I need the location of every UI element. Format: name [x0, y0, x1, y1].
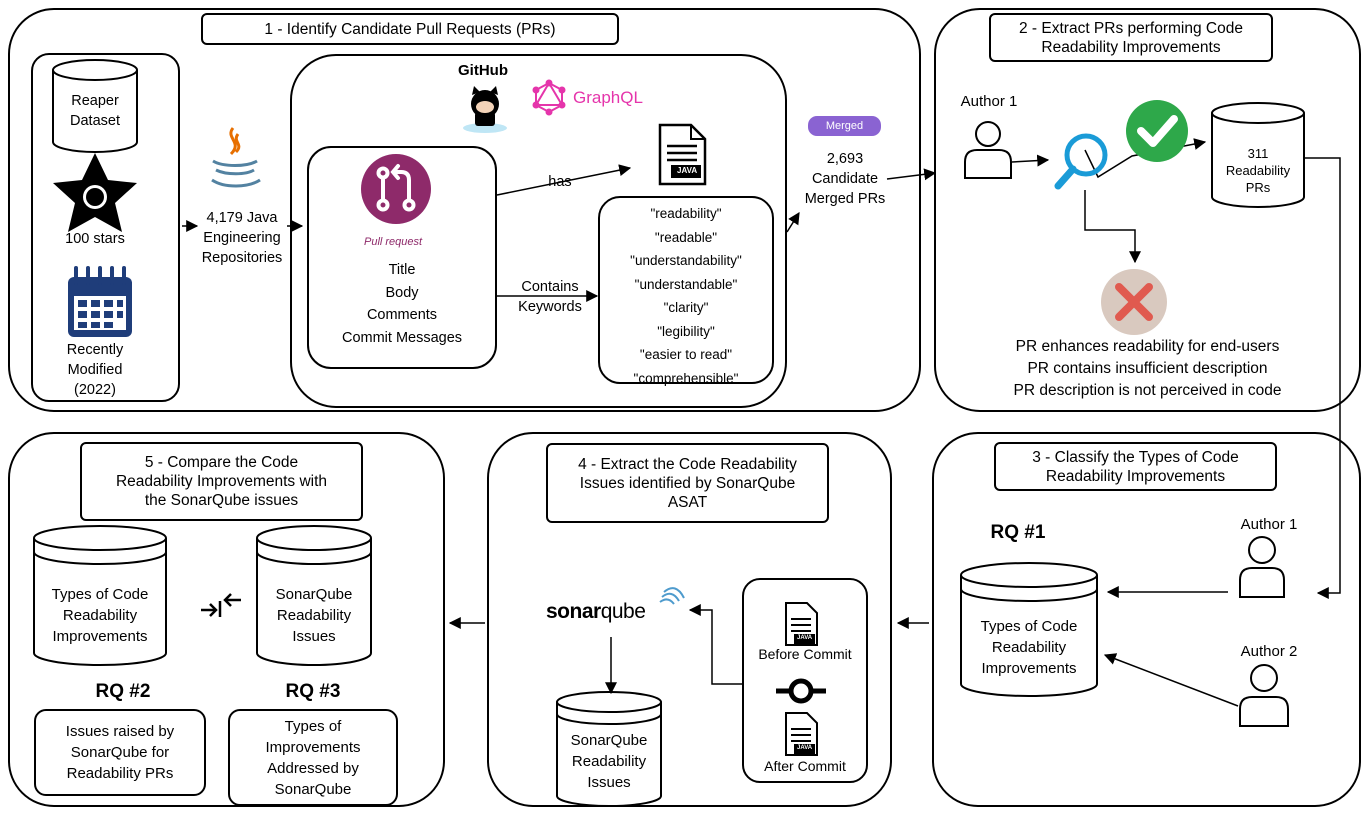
- rq3-label: RQ #3: [285, 681, 341, 702]
- pr-fields-label: Title Body Comments Commit Messages: [341, 262, 463, 346]
- has-label: has: [548, 174, 572, 190]
- readability-prs-db: [1211, 102, 1305, 208]
- java-file-caption: JAVA: [797, 745, 813, 751]
- rejection-reason: PR enhances readability for end-users: [1015, 338, 1280, 355]
- octocat-icon: [463, 86, 507, 133]
- sources-box: [31, 53, 180, 402]
- step2-panel: [934, 8, 1361, 412]
- java-file-icon: [785, 712, 818, 756]
- keyword: "readability": [650, 206, 722, 221]
- sonarqube-compare-label: SonarQube Readability Issues: [275, 586, 353, 645]
- java-file-icon: [658, 123, 707, 186]
- pr-box: [307, 146, 497, 369]
- step3-title: 3 - Classify the Types of Code Readabili…: [994, 442, 1277, 491]
- keyword: "readable": [654, 229, 718, 245]
- keyword: "understandability": [630, 253, 742, 268]
- recently-modified-label: Recently Modified (2022): [66, 342, 124, 398]
- check-icon: [1126, 100, 1188, 162]
- sonarqube-compare-db: [256, 525, 372, 666]
- after-commit-label: After Commit: [764, 758, 846, 774]
- issues-raised-box: Issues raised by SonarQube for Readabili…: [34, 709, 206, 796]
- pr-icon-caption: Pull request: [364, 236, 423, 248]
- reaper-dataset-db: [52, 59, 138, 153]
- types-compare-db: [33, 525, 167, 666]
- types-compare-label: Types of Code Readability Improvements: [51, 586, 149, 645]
- compare-arrows-icon: [201, 593, 241, 617]
- pull-request-icon: [361, 154, 431, 224]
- rejection-reason: PR contains insufficient description: [1027, 360, 1268, 377]
- java-file-caption: JAVA: [677, 166, 698, 175]
- person-icon: [1239, 536, 1285, 598]
- java-file-caption: JAVA: [797, 635, 813, 641]
- sonar-waves-icon: [659, 587, 685, 605]
- graphql-icon: [532, 79, 566, 116]
- java-file-icon: [785, 602, 818, 646]
- sonarqube-logo: sonarqube: [546, 600, 646, 624]
- cross-icon: [1101, 269, 1167, 335]
- sonarqube-logo-part1: sonar: [546, 600, 601, 623]
- step1-title: 1 - Identify Candidate Pull Requests (PR…: [201, 13, 619, 45]
- step2-title: 2 - Extract PRs performing Code Readabil…: [989, 13, 1273, 62]
- contains-keywords-label: Contains Keywords: [518, 279, 582, 315]
- commit-box: [742, 578, 868, 783]
- github-api-box: [290, 54, 787, 408]
- rejection-reason: PR description is not perceived in code: [1013, 382, 1282, 399]
- author-1-label: Author 1: [960, 93, 1018, 110]
- types-rq1-db: [960, 562, 1098, 697]
- keyword: "legibility": [657, 323, 715, 339]
- keyword: "easier to read": [639, 347, 733, 362]
- step5-title: 5 - Compare the Code Readability Improve…: [80, 442, 363, 521]
- rq1-label: RQ #1: [990, 522, 1046, 543]
- person-icon: [1239, 664, 1289, 727]
- before-commit-label: Before Commit: [758, 646, 852, 662]
- reaper-dataset-label: Reaper Dataset: [70, 93, 120, 129]
- sonarqube-issues-db: [556, 691, 662, 807]
- merged-badge: Merged: [808, 116, 881, 136]
- github-wordmark: GitHub: [458, 62, 508, 79]
- star-icon: [53, 153, 137, 232]
- improvements-addressed-box: Types of Improvements Addressed by Sonar…: [228, 709, 398, 806]
- magnifier-icon: [1054, 133, 1108, 190]
- keyword: "comprehensible": [633, 370, 739, 386]
- keywords-box: "readability" "readable" "understandabil…: [598, 196, 774, 386]
- author-2-label: Author 2: [1240, 643, 1298, 660]
- types-rq1-label: Types of Code Readability Improvements: [980, 618, 1078, 677]
- commit-icon: [776, 678, 826, 704]
- graphql-wordmark: GraphQL: [573, 88, 643, 107]
- author-1-label: Author 1: [1240, 516, 1298, 533]
- calendar-icon: [68, 266, 132, 337]
- candidate-prs-label: 2,693 Candidate Merged PRs: [804, 151, 886, 207]
- sonarqube-issues-label: SonarQube Readability Issues: [570, 732, 648, 791]
- step4-title: 4 - Extract the Code Readability Issues …: [546, 443, 829, 523]
- java-icon: [211, 127, 261, 188]
- stars-label: 100 stars: [65, 231, 125, 247]
- keyword: "understandable": [634, 276, 738, 292]
- readability-prs-label: 311 Readability PRs: [1225, 146, 1291, 195]
- rq2-label: RQ #2: [95, 681, 151, 702]
- keyword: "clarity": [663, 300, 709, 315]
- person-icon: [964, 121, 1012, 179]
- sonarqube-logo-part2: qube: [600, 600, 646, 623]
- repositories-label: 4,179 Java Engineering Repositories: [201, 210, 283, 266]
